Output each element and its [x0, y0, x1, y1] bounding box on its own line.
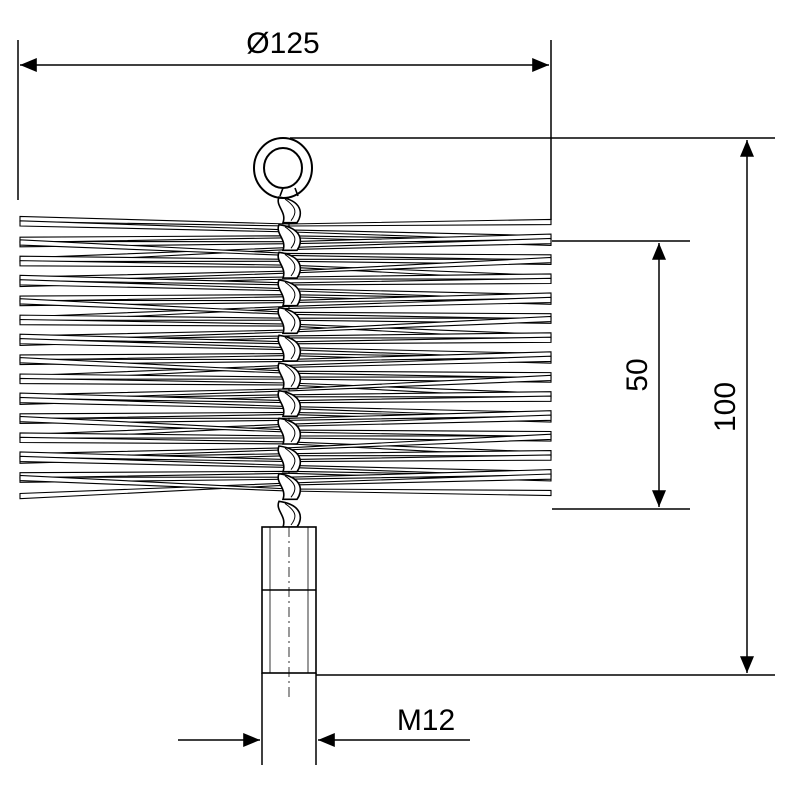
wire-twist-highlight [284, 254, 296, 277]
wire-twist [277, 389, 302, 418]
bristle-strand [288, 273, 552, 280]
bristle-height-dimension [552, 240, 690, 510]
wire-twist [277, 362, 302, 390]
thread-label: M12 [397, 704, 455, 737]
wire-twist [277, 472, 302, 501]
wire-twist [277, 334, 302, 362]
bristle-strand [19, 432, 290, 439]
wire-twist [277, 196, 302, 224]
eye-loop [253, 137, 313, 199]
bristle-strand [19, 373, 290, 380]
wire-twist-highlight [284, 226, 296, 249]
bristle-strand [288, 374, 552, 392]
bristle-strand [288, 218, 552, 227]
wire-twist-highlight [284, 447, 296, 470]
total-height-dimension [290, 137, 775, 676]
wire-twist [277, 417, 302, 445]
wire-twist-highlight [284, 503, 296, 526]
wire-twist [277, 251, 302, 279]
wire-twist-highlight [284, 420, 296, 443]
wire-twist-highlight [284, 281, 296, 304]
bristle-strand [19, 255, 290, 262]
total-height-label: 100 [709, 382, 742, 432]
wire-twist [277, 279, 302, 307]
bristle-strand [288, 488, 552, 497]
wire-twist [277, 306, 302, 335]
wire-twist-highlight [284, 475, 296, 498]
bristle-strand [288, 296, 552, 310]
thread-dimension [178, 673, 470, 765]
diameter-label: Ø125 [246, 27, 319, 60]
bristle-strand [288, 450, 552, 457]
bristle-strand [19, 314, 290, 321]
wire-twist-highlight [284, 337, 296, 360]
diameter-dimension [17, 40, 552, 220]
threaded-ferrule [261, 526, 317, 700]
wire-twist-highlight [284, 309, 296, 332]
wire-twist-highlight [284, 198, 296, 221]
wire-twist [277, 223, 302, 252]
bristle-strand [288, 332, 552, 339]
wire-twist-highlight [284, 392, 296, 415]
bristle-strand [288, 391, 552, 398]
bristle-height-label: 50 [621, 358, 654, 391]
twisted-wire-core [277, 187, 302, 528]
wire-twist [277, 500, 302, 528]
wire-twist-highlight [284, 364, 296, 387]
wire-twist [277, 445, 302, 473]
